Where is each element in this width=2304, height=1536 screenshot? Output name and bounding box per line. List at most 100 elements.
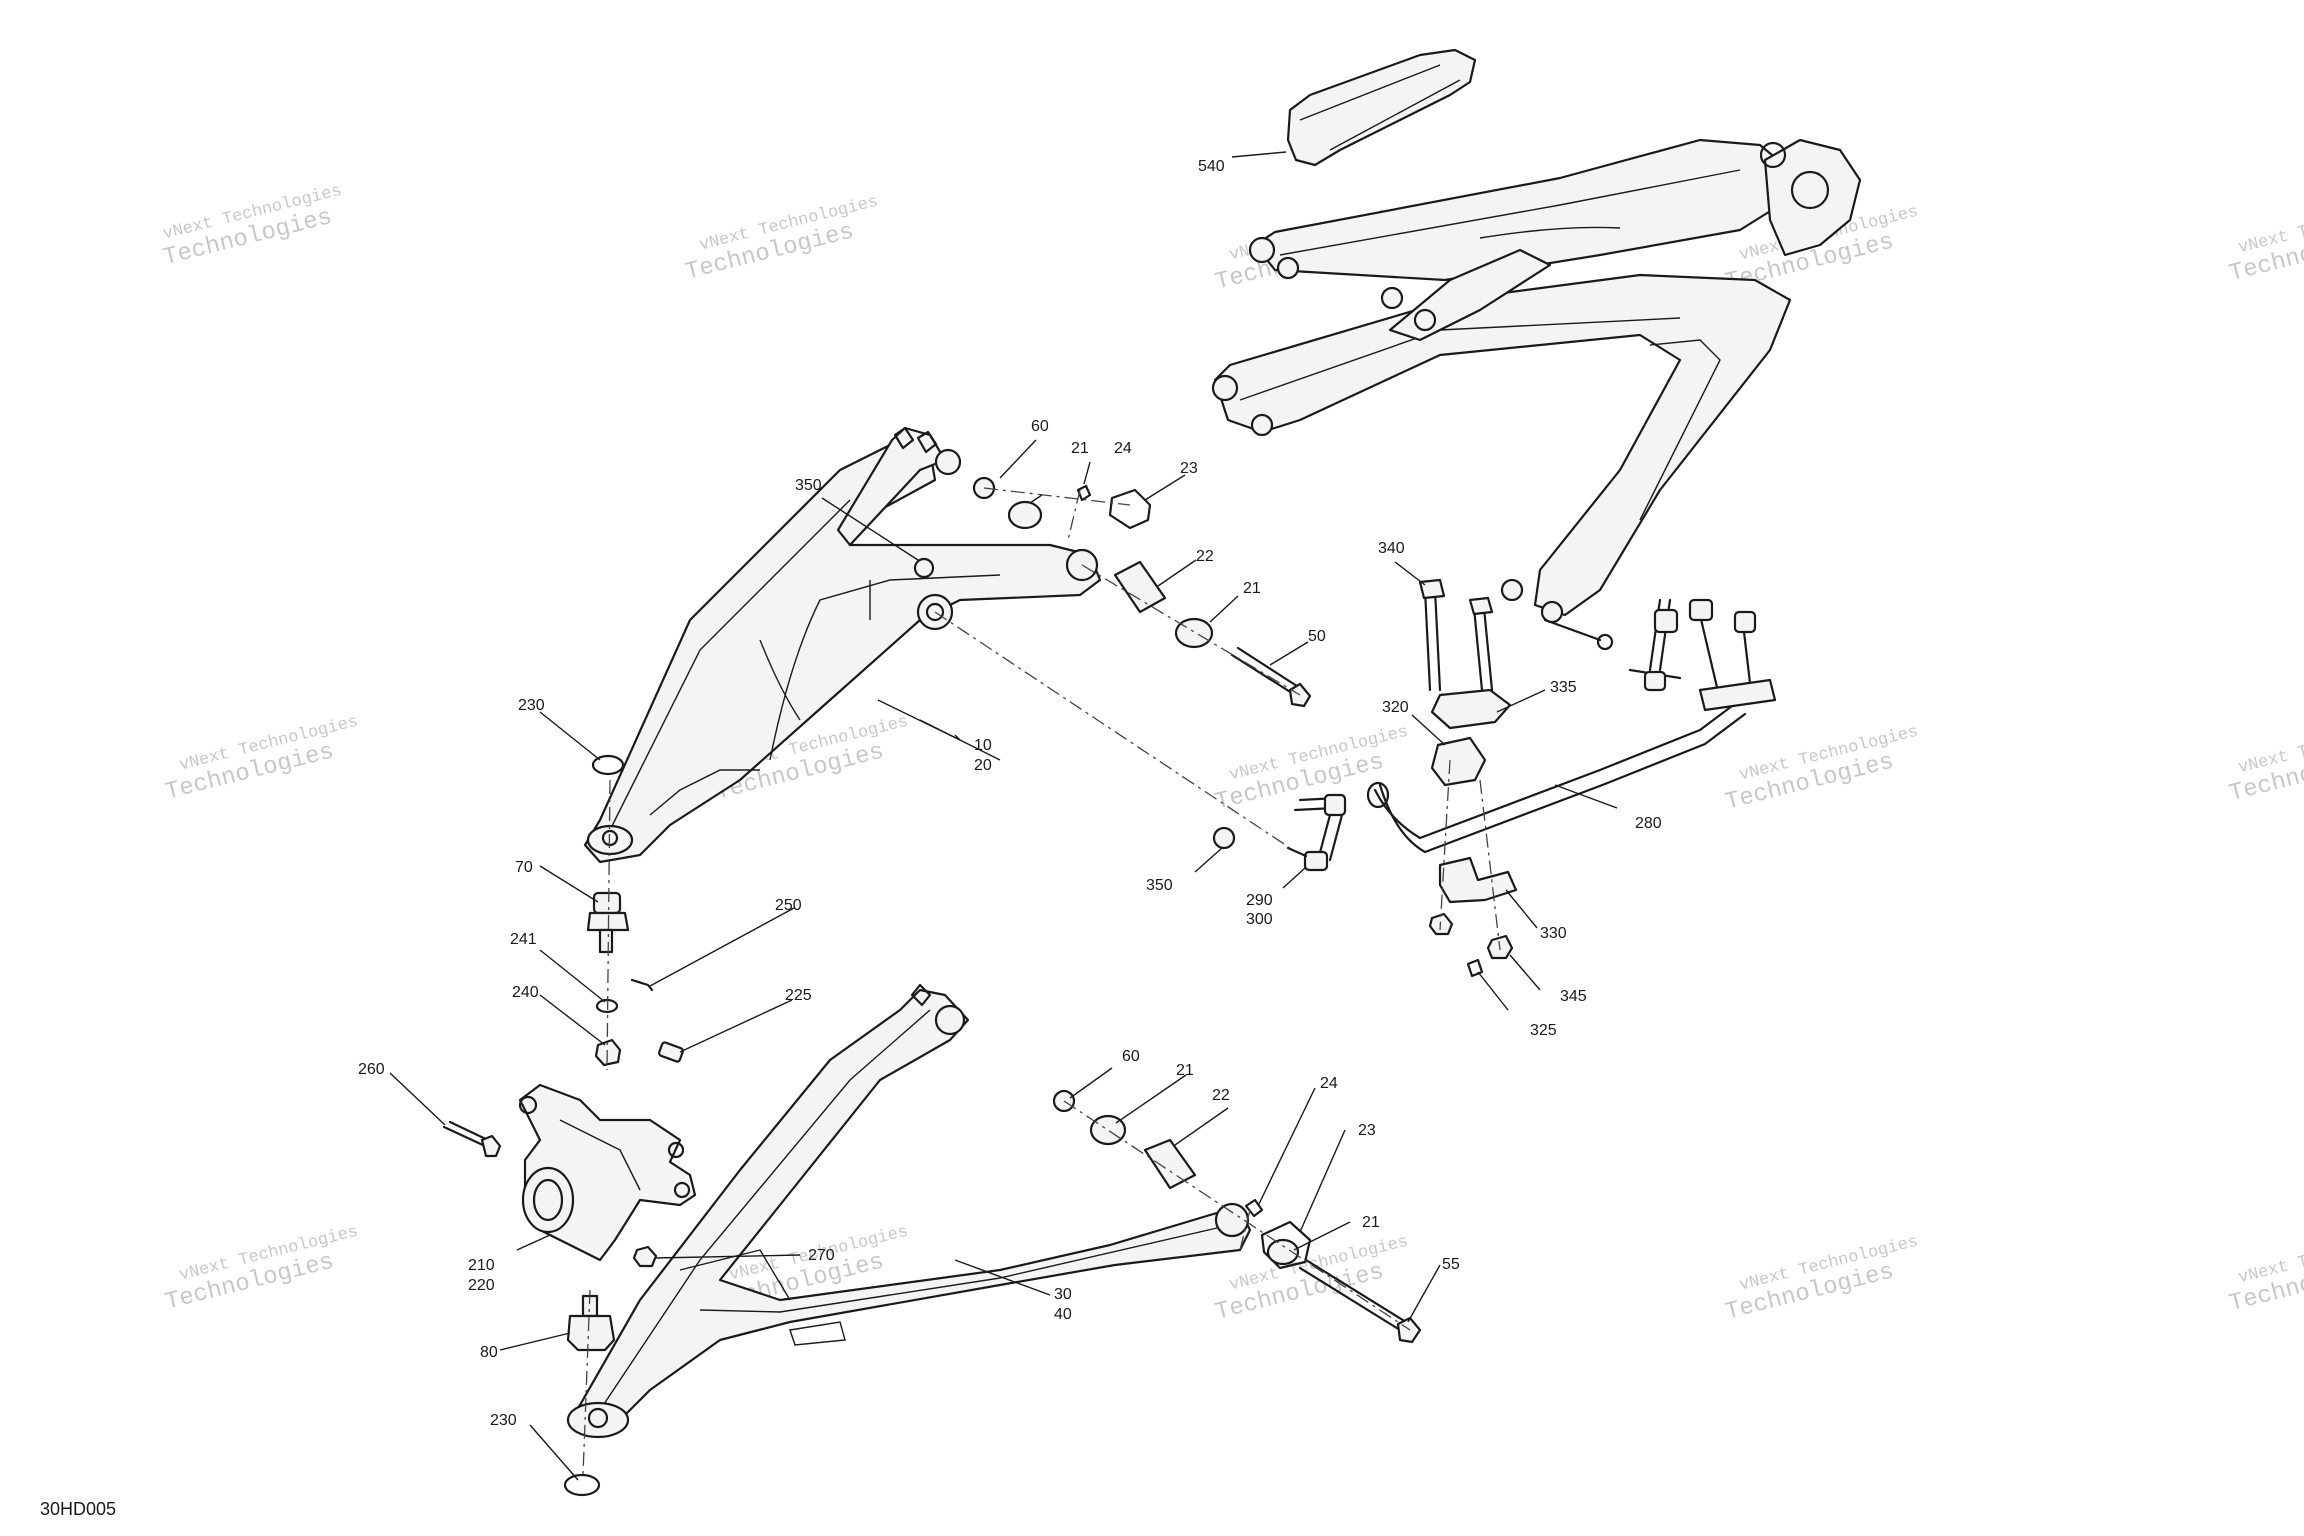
callout-350: 350 [1146,877,1173,894]
part-250-cotter-pin [630,978,654,992]
part-225-cap [658,1041,684,1063]
callout-320: 320 [1382,699,1409,716]
bushing [1211,374,1239,402]
upper-a-arm [583,426,1102,864]
part-340-bolts [1418,578,1494,692]
callout-250: 250 [775,897,802,914]
lower-arm-mount-front [934,1004,966,1036]
lower-arm-mount-rear [1214,1202,1250,1238]
part-22-sleeve-bottom [1143,1138,1197,1190]
part-260-bolt [442,1120,502,1158]
callout-10: 10 [974,737,992,754]
callout-210: 210 [468,1257,495,1274]
part-230-ring-top [591,754,625,776]
part-21-bushing-bottom2 [1266,1238,1300,1266]
part-80-ball-joint [566,1294,616,1352]
sway-link-right [1628,598,1777,712]
callout-23: 23 [1180,460,1198,477]
watermark: vNext Technologies Technologies [163,1223,361,1317]
callout-225: 225 [785,987,812,1004]
upper-a-arm-front-link [836,426,947,547]
callout-330: 330 [1540,925,1567,942]
part-290-300-link [1286,793,1347,872]
watermark: vNext Technologies Technologies [683,193,881,287]
callout-21: 21 [1243,580,1261,597]
bushing [1413,308,1437,332]
callout-280: 280 [1635,815,1662,832]
watermarks: vNext Technologies Technologies vNext Te… [161,182,2304,1327]
watermark: vNext Technologies Technologies [2227,195,2304,288]
part-23-plate-bottom [1260,1220,1312,1270]
callout-labels: 540 60 21 24 23 350 22 21 50 10 20 230 3… [358,158,1662,1429]
bushing [1250,413,1274,437]
part-23-plate-top [1108,488,1152,530]
callout-21: 21 [1176,1062,1194,1079]
watermark: vNext Technologies Technologies [1723,723,1921,817]
part-320-bushing [1430,736,1487,787]
bushing [1500,578,1524,602]
leader-lines [389,151,1618,1481]
callout-20: 20 [974,757,992,774]
callout-40: 40 [1054,1306,1072,1323]
assembly-lines [582,487,1501,1476]
part-540-bracket [1286,48,1477,167]
callout-55: 55 [1442,1256,1460,1273]
callout-290: 290 [1246,892,1273,909]
knuckle-210-220 [518,1083,697,1262]
watermark: vNext Technologies Technologies [2227,715,2304,808]
callout-24: 24 [1320,1075,1338,1092]
part-21-bushing-top2 [1174,617,1214,649]
callout-325: 325 [1530,1022,1557,1039]
upper-arm-mount-front [934,448,962,476]
knuckle-bore [521,1166,575,1234]
callout-220: 220 [468,1277,495,1294]
part-50-bolt [1230,646,1312,708]
part-22-sleeve-top [1113,560,1167,614]
callout-22: 22 [1212,1087,1230,1104]
watermark: vNext Technologies Technologies [2227,1225,2304,1318]
callout-300: 300 [1246,911,1273,928]
part-350-nut-mid [1212,826,1236,850]
part-280-sway-bar [1366,698,1747,854]
part-240-nut [594,1038,622,1067]
callout-240: 240 [512,984,539,1001]
lower-arm-ball-socket [566,1401,630,1439]
part-325-screw [1466,958,1484,978]
watermark: vNext Technologies Technologies [161,182,344,272]
callout-60: 60 [1031,418,1049,435]
part-270-nut [632,1245,658,1268]
callout-345: 345 [1560,988,1587,1005]
callout-22: 22 [1196,548,1214,565]
callout-80: 80 [480,1344,498,1361]
callout-70: 70 [515,859,533,876]
lower-a-arm [566,983,1252,1439]
lower-a-arm-body [566,988,1252,1434]
lower-arm-assembled [1213,273,1792,617]
callout-21: 21 [1071,440,1089,457]
part-21-bushing-top [1007,500,1043,530]
callout-260: 260 [358,1061,385,1078]
bushing [1380,286,1404,310]
bushing [1248,236,1276,264]
diagram-code: 30HD005 [40,1499,117,1519]
watermark: vNext Technologies Technologies [1723,1233,1921,1327]
callout-23: 23 [1358,1122,1376,1139]
part-70-ball-joint [586,891,630,954]
part-350-nut-top [913,557,935,579]
callout-340: 340 [1378,540,1405,557]
part-24-screw-top [1076,484,1092,502]
assembled-arm-set [1211,48,1862,651]
part-335-plate [1430,688,1512,730]
callout-350: 350 [795,477,822,494]
callout-270: 270 [808,1247,835,1264]
part-230-ring-bottom [563,1473,601,1497]
callout-230: 230 [490,1412,517,1429]
part-330-bracket [1438,856,1518,904]
bushing [1276,256,1300,280]
part-240-washer [595,998,619,1014]
callout-21: 21 [1362,1214,1380,1231]
callout-540: 540 [1198,158,1225,175]
callout-241: 241 [510,931,537,948]
callout-230: 230 [518,697,545,714]
callout-335: 335 [1550,679,1577,696]
